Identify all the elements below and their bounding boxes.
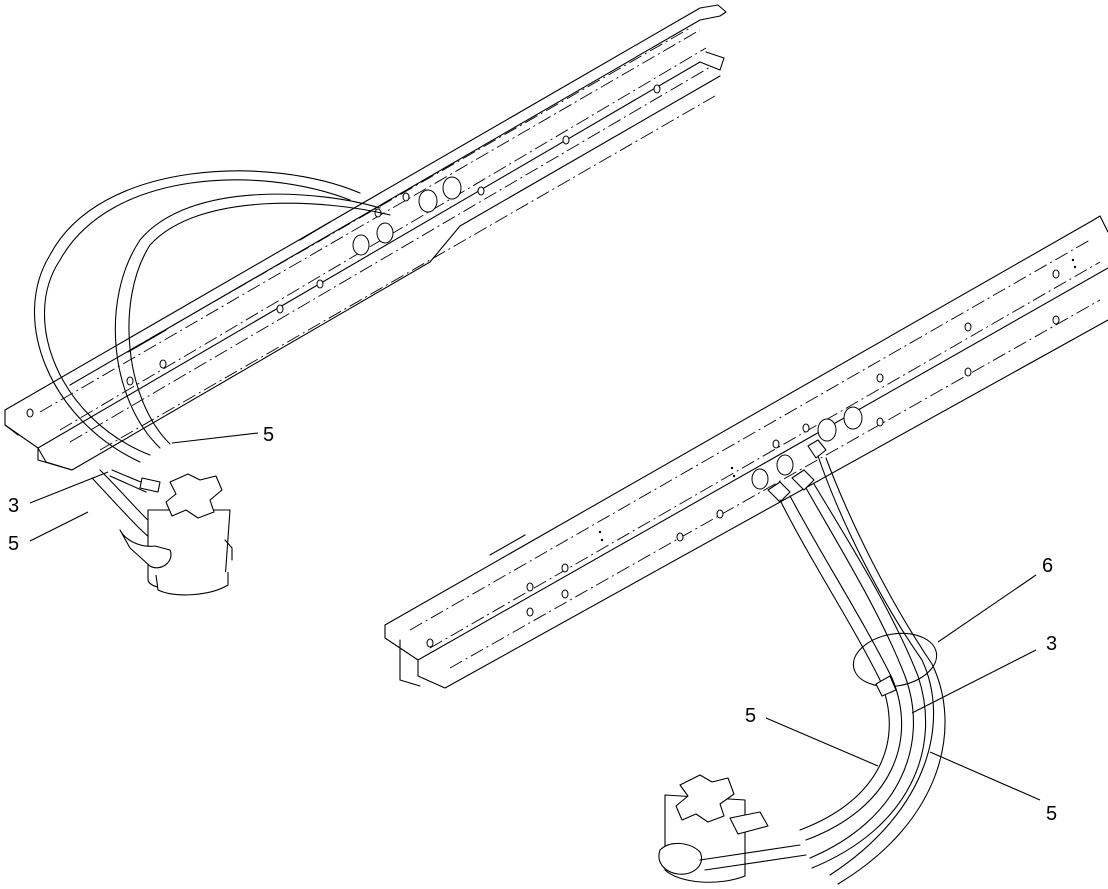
leader-lines xyxy=(29,432,1041,801)
callout-right-left-5: 5 xyxy=(745,705,756,727)
left-hoses xyxy=(34,170,391,539)
left-hydraulic-motor xyxy=(119,473,233,596)
right-hoses xyxy=(767,439,946,885)
callout-right-3: 3 xyxy=(1046,633,1057,655)
callout-right-6: 6 xyxy=(1042,555,1053,577)
callout-left-upper-5: 5 xyxy=(263,424,274,446)
right-frame-rail xyxy=(384,215,1108,689)
callout-left-lower-5: 5 xyxy=(8,533,19,555)
callout-right-lower-5: 5 xyxy=(1046,803,1057,825)
right-hydraulic-motor xyxy=(658,774,807,883)
callout-left-3: 3 xyxy=(8,495,19,517)
left-frame-rail xyxy=(4,4,727,471)
callout-labels: 5 3 5 6 3 5 5 xyxy=(8,424,1057,825)
